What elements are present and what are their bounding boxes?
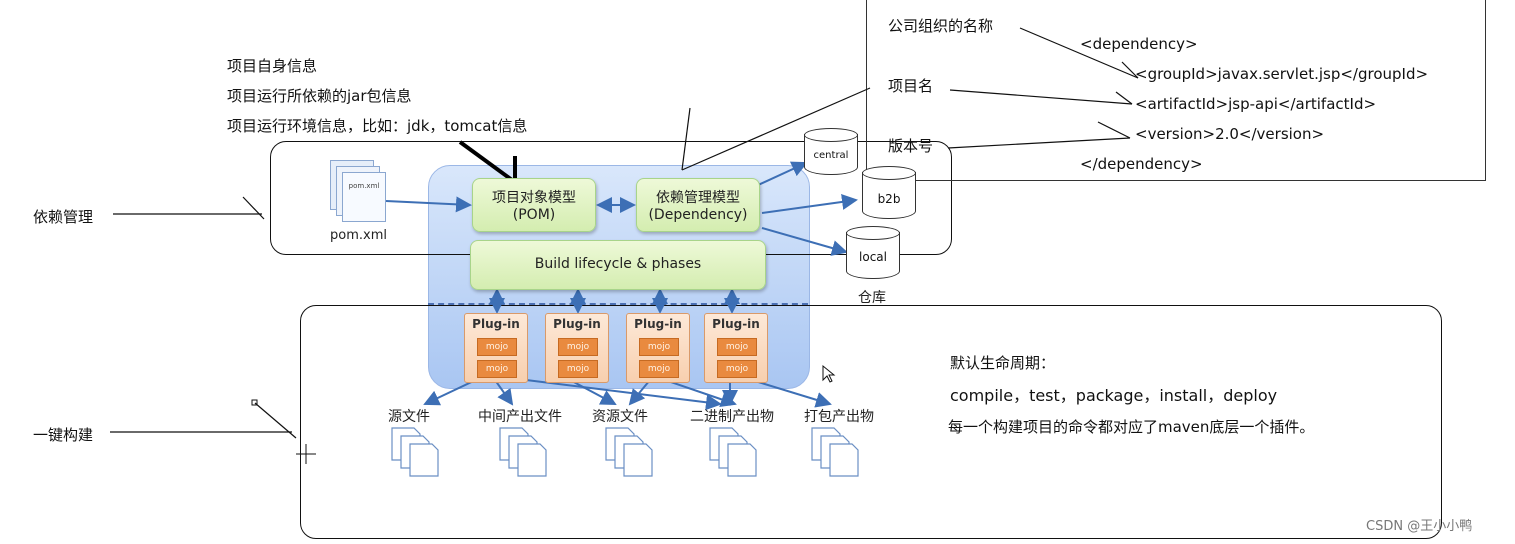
note-runtime-env: 项目运行环境信息，比如：jdk，tomcat信息 xyxy=(227,117,528,135)
xml-version: <version>2.0</version> xyxy=(1135,125,1325,143)
lifecycle-plugin-note: 每一个构建项目的命令都对应了maven底层一个插件。 xyxy=(948,418,1315,436)
xml-dependency-close: </dependency> xyxy=(1080,155,1203,173)
plugin-title: Plug-in xyxy=(712,317,760,331)
repo-local-cylinder: local xyxy=(846,226,900,282)
output-label-source: 源文件 xyxy=(388,409,430,425)
output-label-binary: 二进制产出物 xyxy=(690,409,774,425)
label-dependency-management: 依赖管理 xyxy=(33,208,94,226)
repo-b2b-cylinder: b2b xyxy=(862,166,916,222)
dependency-xml-panel xyxy=(866,0,1486,181)
xml-dependency-open: <dependency> xyxy=(1080,35,1198,53)
cursor-icon xyxy=(822,364,836,383)
mojo-chip: mojo xyxy=(558,360,598,378)
dependency-model-title: 依赖管理模型 xyxy=(656,190,740,206)
mojo-chip: mojo xyxy=(717,360,757,378)
pom-model-title: 项目对象模型 xyxy=(492,190,576,206)
plugin-box-4: Plug-in mojo mojo xyxy=(704,313,768,383)
note-project-info: 项目自身信息 xyxy=(227,57,318,75)
pom-file-label: pom.xml xyxy=(330,228,387,243)
plugin-title: Plug-in xyxy=(553,317,601,331)
label-project-name: 项目名 xyxy=(888,77,934,95)
output-label-intermediate: 中间产出文件 xyxy=(478,409,562,425)
output-label-package: 打包产出物 xyxy=(804,409,874,425)
dependency-model-box: 依赖管理模型 (Dependency) xyxy=(636,178,760,232)
pom-file-icon-text: pom.xml xyxy=(342,172,386,222)
output-label-resources: 资源文件 xyxy=(592,409,648,425)
plugin-box-1: Plug-in mojo mojo xyxy=(464,313,528,383)
note-dependency-jars: 项目运行所依赖的jar包信息 xyxy=(227,87,412,105)
plugin-title: Plug-in xyxy=(472,317,520,331)
lifecycle-title: 默认生命周期： xyxy=(950,354,1056,372)
label-one-click-build: 一键构建 xyxy=(33,426,94,444)
mojo-chip: mojo xyxy=(558,338,598,356)
pom-model-subtitle: (POM) xyxy=(512,207,556,223)
panel-divider xyxy=(428,303,808,305)
pom-file-icon: pom.xml xyxy=(330,160,388,222)
repo-b2b-label: b2b xyxy=(877,192,901,206)
mojo-chip: mojo xyxy=(717,338,757,356)
mojo-chip: mojo xyxy=(639,338,679,356)
plugin-title: Plug-in xyxy=(634,317,682,331)
repository-label: 仓库 xyxy=(858,290,886,306)
pom-model-box: 项目对象模型 (POM) xyxy=(472,178,596,232)
repo-local-label: local xyxy=(859,250,887,264)
mojo-chip: mojo xyxy=(477,338,517,356)
xml-artifact-id: <artifactId>jsp-api</artifactId> xyxy=(1135,95,1377,113)
build-region-outline xyxy=(300,305,1442,539)
label-version-number: 版本号 xyxy=(888,137,934,155)
build-lifecycle-label: Build lifecycle & phases xyxy=(534,256,702,272)
mojo-chip: mojo xyxy=(639,360,679,378)
watermark: CSDN @王小小鸭 xyxy=(1366,519,1473,534)
plugin-box-2: Plug-in mojo mojo xyxy=(545,313,609,383)
dependency-model-subtitle: (Dependency) xyxy=(648,207,748,223)
document-stack-icon xyxy=(391,427,859,477)
build-lifecycle-box: Build lifecycle & phases xyxy=(470,240,766,290)
mojo-chip: mojo xyxy=(477,360,517,378)
xml-group-id: <groupId>javax.servlet.jsp</groupId> xyxy=(1135,65,1429,83)
repo-central-label: central xyxy=(813,150,849,161)
repo-central-cylinder: central xyxy=(804,128,858,178)
lifecycle-phases: compile，test，package，install，deploy xyxy=(950,386,1278,405)
plugin-box-3: Plug-in mojo mojo xyxy=(626,313,690,383)
label-company: 公司组织的名称 xyxy=(888,17,994,35)
